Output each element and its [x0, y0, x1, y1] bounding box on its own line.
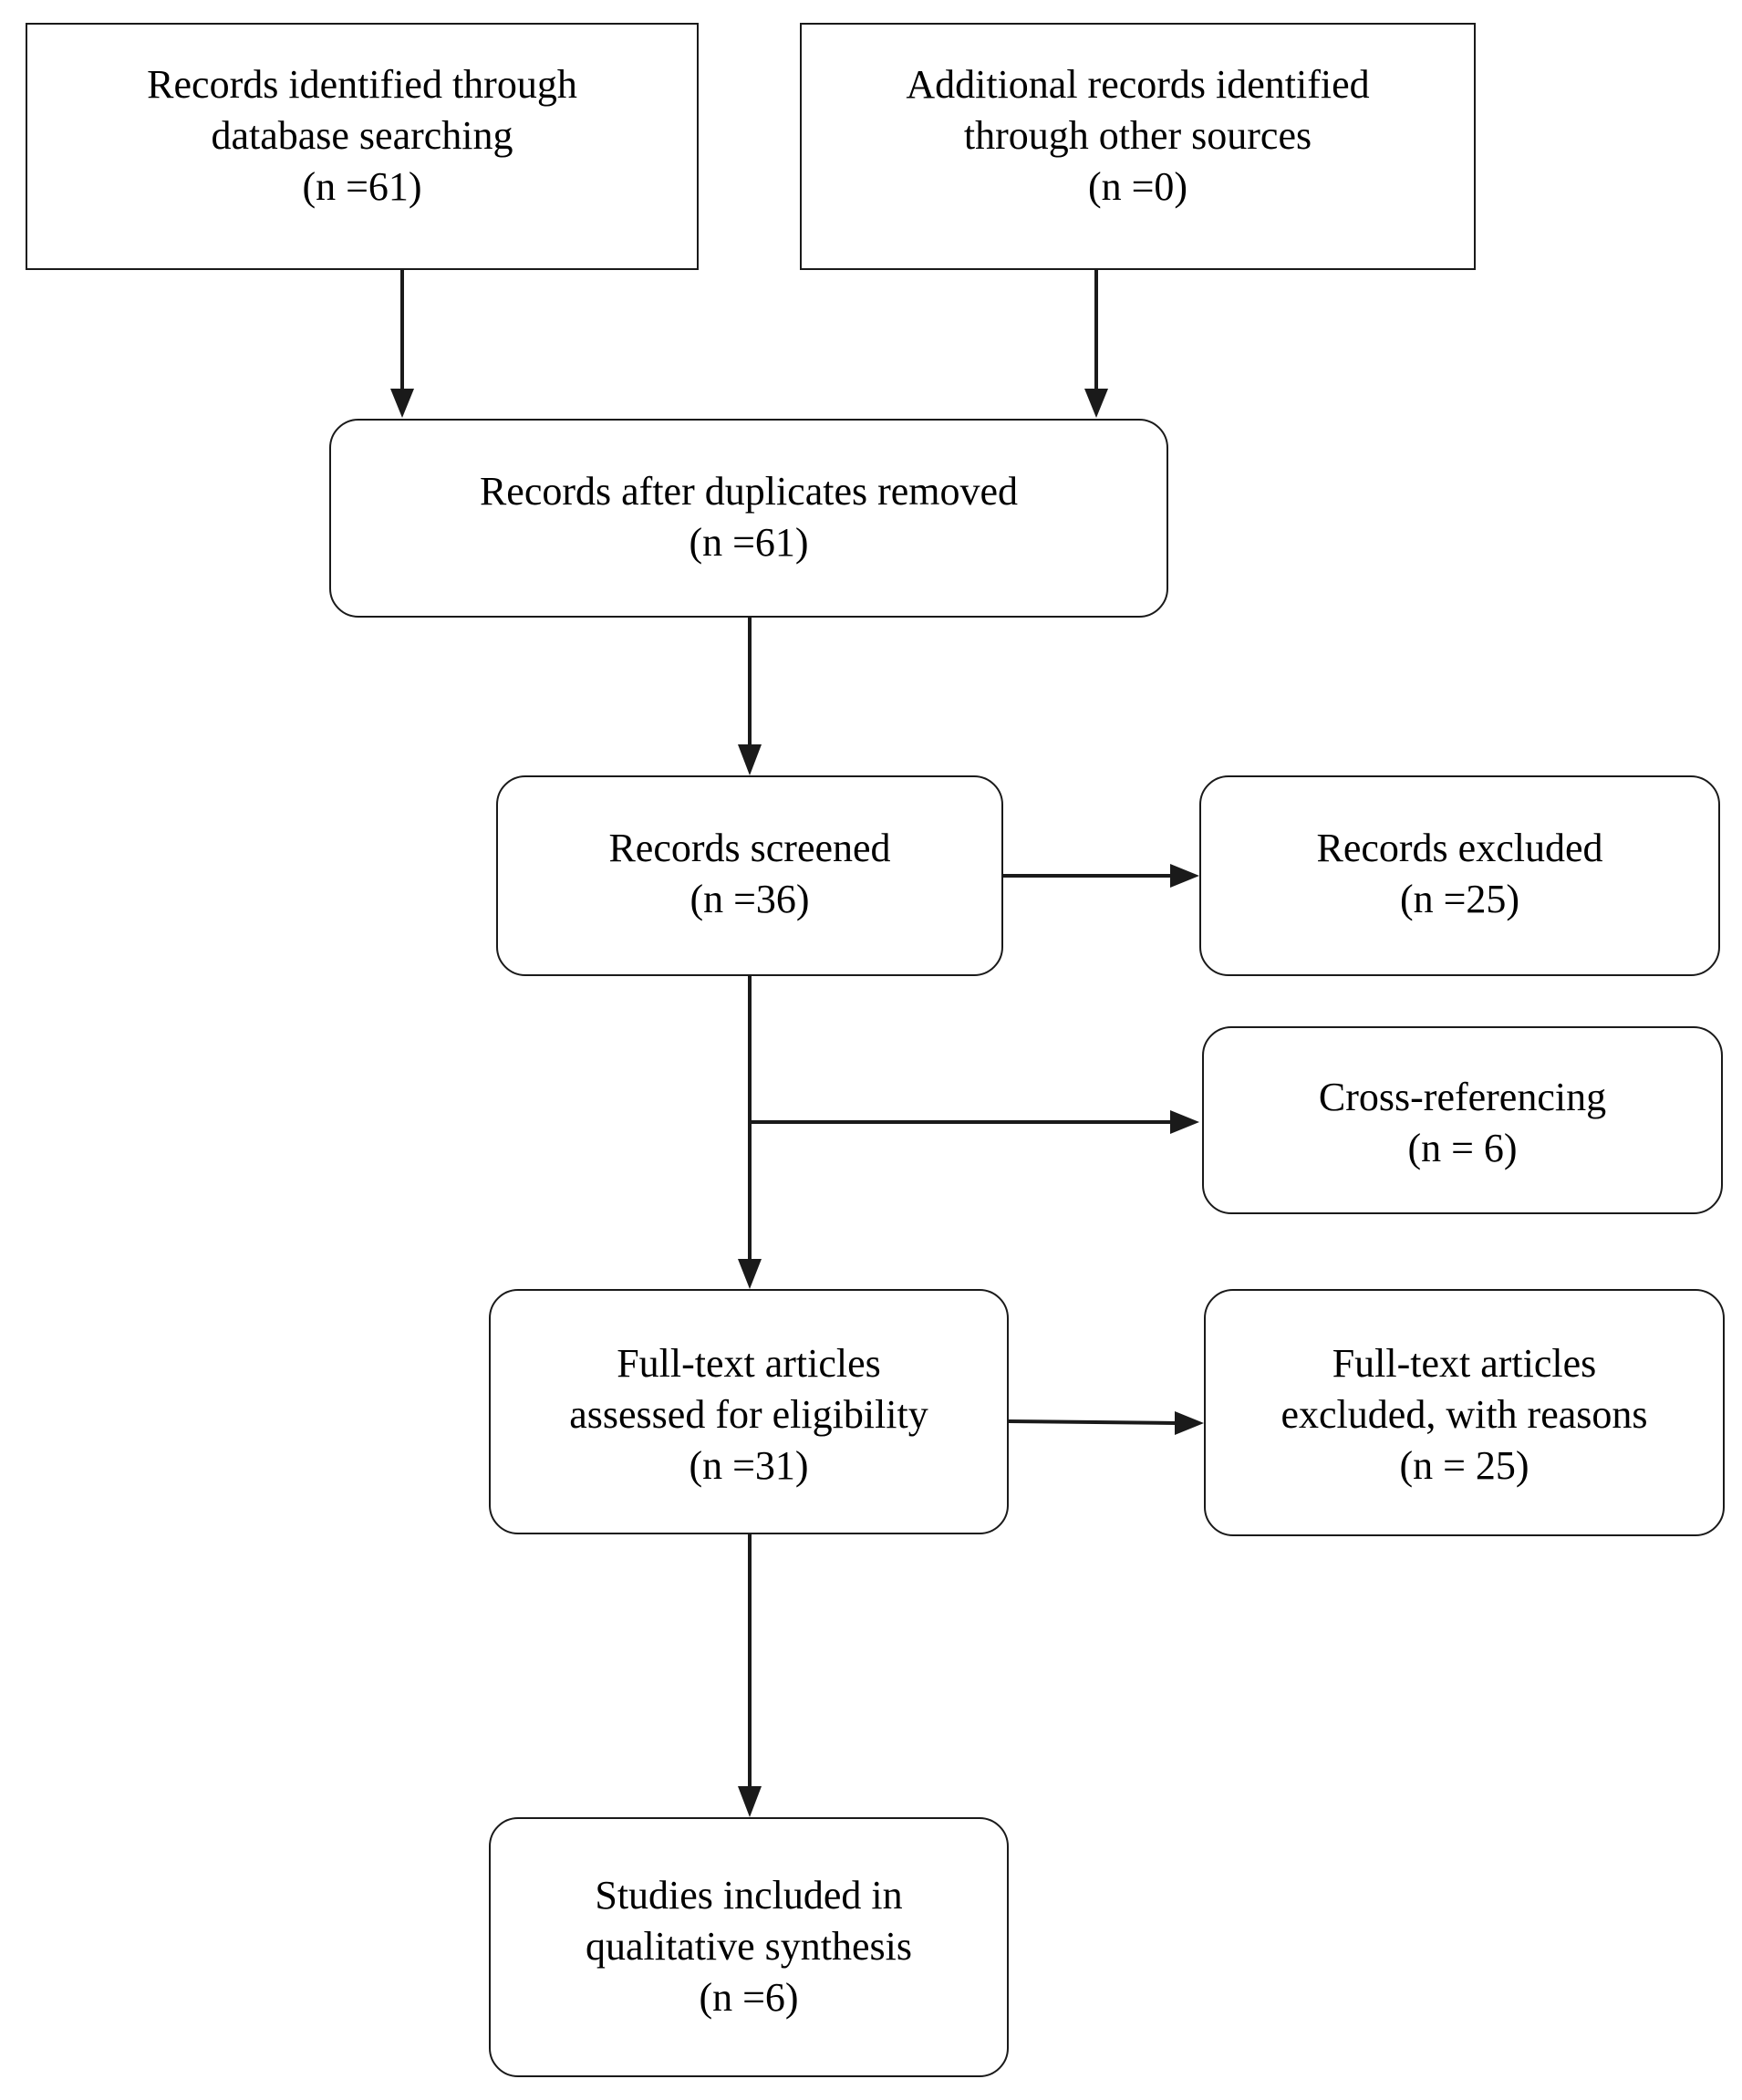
box-records-screened: Records screened (n =36)	[496, 775, 1003, 976]
box-line: qualitative synthesis	[585, 1924, 913, 1969]
box-count: (n =25)	[1399, 877, 1520, 921]
box-line: Records screened	[608, 826, 891, 870]
box-cross-referencing: Cross-referencing (n = 6)	[1202, 1026, 1723, 1214]
box-full-text-excluded: Full-text articles excluded, with reason…	[1204, 1289, 1725, 1536]
box-line: Records identified through	[147, 62, 577, 107]
box-records-identified-database: Records identified through database sear…	[26, 23, 699, 270]
box-line: Additional records identified	[906, 62, 1370, 107]
box-count: (n =6)	[699, 1975, 799, 2020]
box-count: (n =61)	[302, 164, 422, 209]
box-count: (n = 25)	[1399, 1443, 1529, 1488]
arrowhead-db-to-dedup	[390, 389, 414, 418]
arrowhead-fulltext-to-excluded	[1175, 1411, 1204, 1435]
box-studies-included: Studies included in qualitative synthesi…	[489, 1817, 1009, 2077]
box-additional-records-other-sources: Additional records identified through ot…	[800, 23, 1476, 270]
arrowhead-dedup-to-screened	[738, 744, 762, 775]
box-line: Records excluded	[1316, 826, 1603, 870]
box-line: Records after duplicates removed	[479, 469, 1019, 514]
arrowhead-branch-to-crossref	[1170, 1110, 1199, 1134]
box-records-after-duplicates-removed: Records after duplicates removed (n =61)	[329, 419, 1168, 618]
box-line: Cross-referencing	[1318, 1075, 1607, 1119]
box-line: database searching	[211, 113, 513, 158]
box-line: Full-text articles	[1332, 1341, 1597, 1386]
box-line: Studies included in	[595, 1873, 903, 1918]
box-line: assessed for eligibility	[569, 1392, 928, 1437]
box-count: (n =0)	[1087, 164, 1188, 209]
arrowhead-fulltext-to-included	[738, 1786, 762, 1817]
box-line: excluded, with reasons	[1281, 1392, 1648, 1437]
arrowhead-other-to-dedup	[1084, 389, 1108, 418]
arrowhead-screened-to-excluded	[1170, 864, 1199, 888]
box-line: through other sources	[963, 113, 1312, 158]
box-line: Full-text articles	[617, 1341, 881, 1386]
arrow-fulltext-to-excluded	[1008, 1419, 1177, 1425]
box-full-text-assessed: Full-text articles assessed for eligibil…	[489, 1289, 1009, 1534]
box-count: (n =61)	[689, 520, 809, 565]
box-count: (n =36)	[690, 877, 810, 921]
arrowhead-screened-to-fulltext	[738, 1259, 762, 1289]
box-count: (n = 6)	[1407, 1126, 1518, 1170]
box-records-excluded: Records excluded (n =25)	[1199, 775, 1720, 976]
box-count: (n =31)	[689, 1443, 809, 1488]
